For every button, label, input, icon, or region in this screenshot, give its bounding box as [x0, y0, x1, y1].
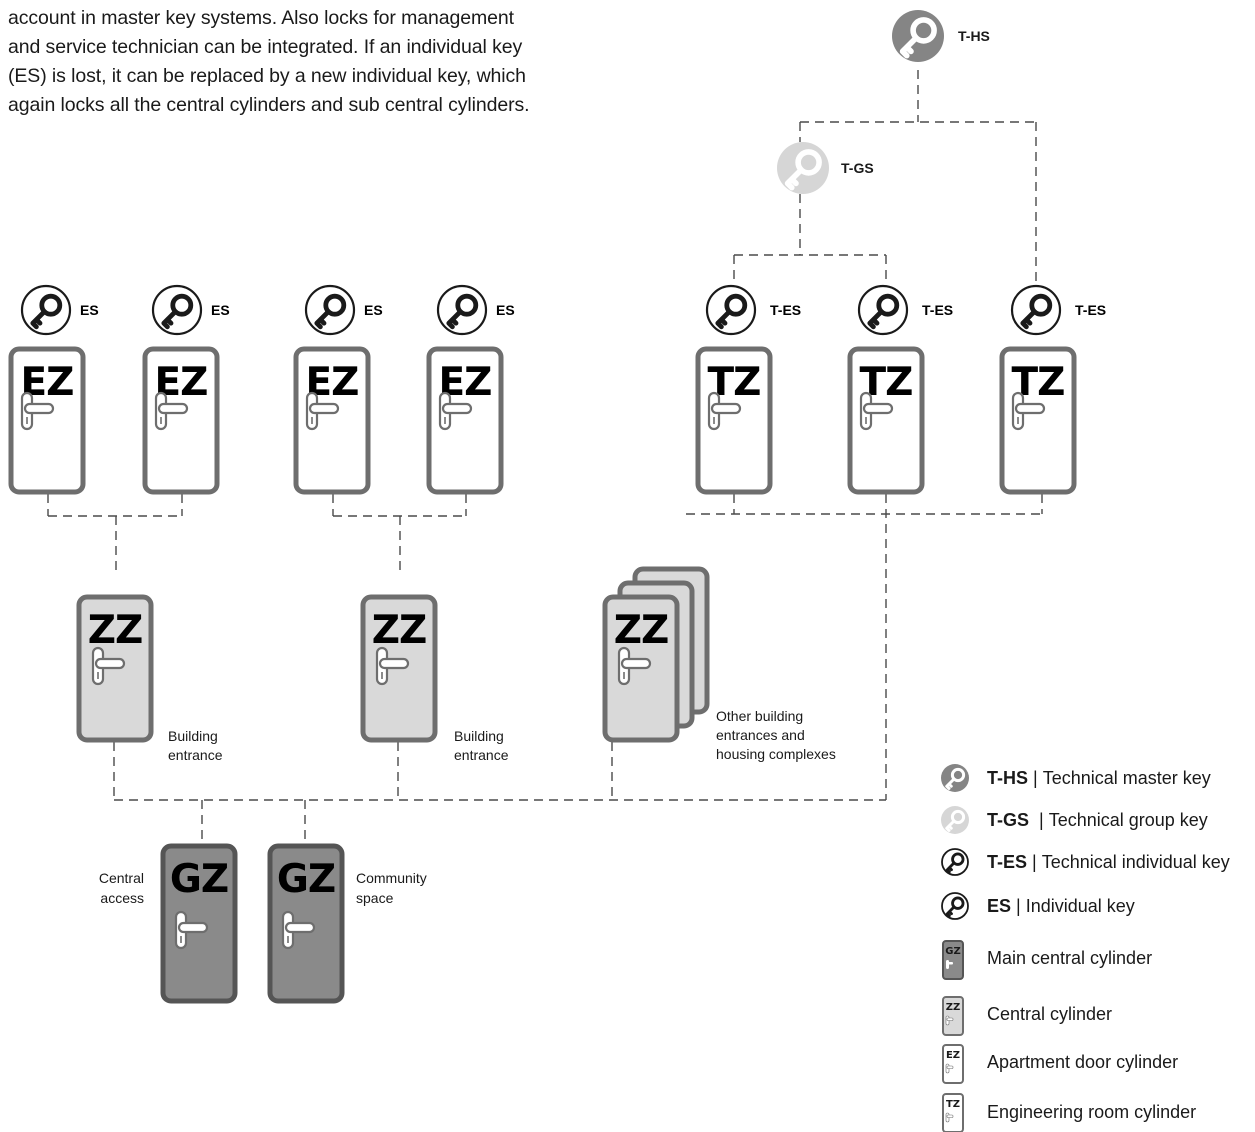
- legend-item-t-hs: T-HS | Technical master key: [937, 758, 1211, 798]
- ez-door: EZ: [142, 346, 220, 495]
- central-access-caption: access: [100, 890, 144, 906]
- svg-text:EZ: EZ: [946, 1050, 960, 1061]
- legend-text: Technical group key: [1048, 809, 1208, 830]
- t-hs-key: T-HS: [892, 10, 990, 62]
- es-label: ES: [496, 302, 515, 318]
- ez-doors: EZ EZ EZ EZ: [8, 346, 504, 495]
- captions: Building entrance Building entrance Othe…: [99, 708, 836, 906]
- individual-key-icon: [937, 886, 973, 926]
- legend-item-ez: EZ Apartment door cylinder: [937, 1042, 1179, 1084]
- central-access-caption: Central: [99, 870, 144, 886]
- intro-line: again locks all the central cylinders an…: [8, 94, 530, 116]
- tz-door: TZ: [999, 346, 1077, 495]
- zz-door: ZZ: [360, 594, 438, 743]
- es-key-4: ES: [436, 284, 515, 336]
- zz-cylinder-icon: ZZ: [937, 994, 973, 1036]
- svg-text:TZ: TZ: [946, 1099, 960, 1110]
- individual-keys: ES ES ES ES T-ES T-ES: [20, 284, 1106, 336]
- t-es-key-2: T-ES: [857, 284, 953, 336]
- gz-door: GZ: [160, 843, 238, 1004]
- legend-text: Apartment door cylinder: [987, 1051, 1179, 1072]
- legend-text: Engineering room cylinder: [987, 1101, 1197, 1122]
- legend-sep: |: [1027, 851, 1042, 872]
- t-es-label: T-ES: [922, 302, 953, 318]
- zz-door: ZZ: [76, 594, 154, 743]
- connector-lines: [47, 70, 1043, 842]
- other-entrances-caption: housing complexes: [716, 746, 836, 762]
- community-space-caption: space: [356, 890, 394, 906]
- building-entrance-caption: Building: [168, 728, 218, 744]
- legend-code: ES: [987, 895, 1012, 916]
- es-label: ES: [211, 302, 230, 318]
- legend-text: Technical individual key: [1041, 851, 1230, 872]
- legend-item-es: ES | Individual key: [937, 886, 1135, 926]
- svg-text:ZZ: ZZ: [946, 1002, 961, 1013]
- ez-door: EZ: [8, 346, 86, 495]
- zz-door-stack: ZZ: [602, 566, 710, 743]
- intro-text: account in master key systems. Also lock…: [8, 4, 628, 120]
- door-label: GZ: [277, 857, 335, 902]
- legend-code: T-ES: [987, 851, 1028, 872]
- zz-doors: ZZ ZZ ZZ: [76, 566, 710, 743]
- legend-item-t-es: T-ES | Technical individual key: [937, 842, 1230, 882]
- gz-cylinder-icon: GZ: [937, 938, 973, 980]
- ez-door: EZ: [293, 346, 371, 495]
- ez-door: EZ: [426, 346, 504, 495]
- intro-line: and service technician can be integrated…: [8, 36, 523, 58]
- building-entrance-caption: entrance: [168, 747, 223, 763]
- other-entrances-caption: Other building: [716, 708, 803, 724]
- legend-item-zz: ZZ Central cylinder: [937, 994, 1113, 1036]
- building-entrance-caption: entrance: [454, 747, 509, 763]
- gz-doors: GZ GZ: [160, 843, 345, 1004]
- legend-code: T-HS: [987, 767, 1029, 788]
- legend-sep: |: [1029, 809, 1049, 830]
- tz-door: TZ: [695, 346, 773, 495]
- technical-individual-key-icon: [937, 842, 973, 882]
- legend-sep: |: [1028, 767, 1043, 788]
- legend-item-t-gs: T-GS | Technical group key: [937, 800, 1208, 840]
- ez-cylinder-icon: EZ: [937, 1042, 973, 1084]
- legend-code: T-GS: [987, 809, 1030, 830]
- t-hs-label: T-HS: [958, 28, 990, 44]
- t-gs-label: T-GS: [841, 160, 874, 176]
- master-key-icon: [937, 758, 973, 798]
- intro-line: account in master key systems. Also lock…: [8, 7, 514, 29]
- legend-sep: |: [1011, 895, 1026, 916]
- other-entrances-caption: entrances and: [716, 727, 805, 743]
- tz-cylinder-icon: TZ: [937, 1092, 973, 1132]
- group-key-icon: [937, 800, 973, 840]
- es-label: ES: [80, 302, 99, 318]
- t-es-key-1: T-ES: [705, 284, 801, 336]
- door-label: ZZ: [614, 608, 669, 653]
- building-entrance-caption: Building: [454, 728, 504, 744]
- svg-text:GZ: GZ: [945, 946, 960, 957]
- door-label: GZ: [170, 857, 228, 902]
- legend-text: Central cylinder: [987, 1003, 1113, 1024]
- es-label: ES: [364, 302, 383, 318]
- t-gs-key: T-GS: [777, 142, 874, 194]
- legend-text: Main central cylinder: [987, 947, 1153, 968]
- tz-door: TZ: [847, 346, 925, 495]
- legend-item-tz: TZ Engineering room cylinder: [937, 1092, 1196, 1132]
- gz-door: GZ: [267, 843, 345, 1004]
- es-key-2: ES: [151, 284, 230, 336]
- legend-item-gz: GZ Main central cylinder: [937, 938, 1153, 980]
- community-space-caption: Community: [356, 870, 427, 886]
- intro-line: (ES) is lost, it can be replaced by a ne…: [8, 65, 526, 87]
- legend-text: Technical master key: [1042, 767, 1211, 788]
- t-es-label: T-ES: [770, 302, 801, 318]
- door-label: ZZ: [88, 608, 143, 653]
- tz-doors: TZ TZ TZ: [695, 346, 1077, 495]
- es-key-3: ES: [304, 284, 383, 336]
- t-es-label: T-ES: [1075, 302, 1106, 318]
- legend-text: Individual key: [1025, 895, 1135, 916]
- t-es-key-3: T-ES: [1010, 284, 1106, 336]
- door-label: ZZ: [372, 608, 427, 653]
- es-key-1: ES: [20, 284, 99, 336]
